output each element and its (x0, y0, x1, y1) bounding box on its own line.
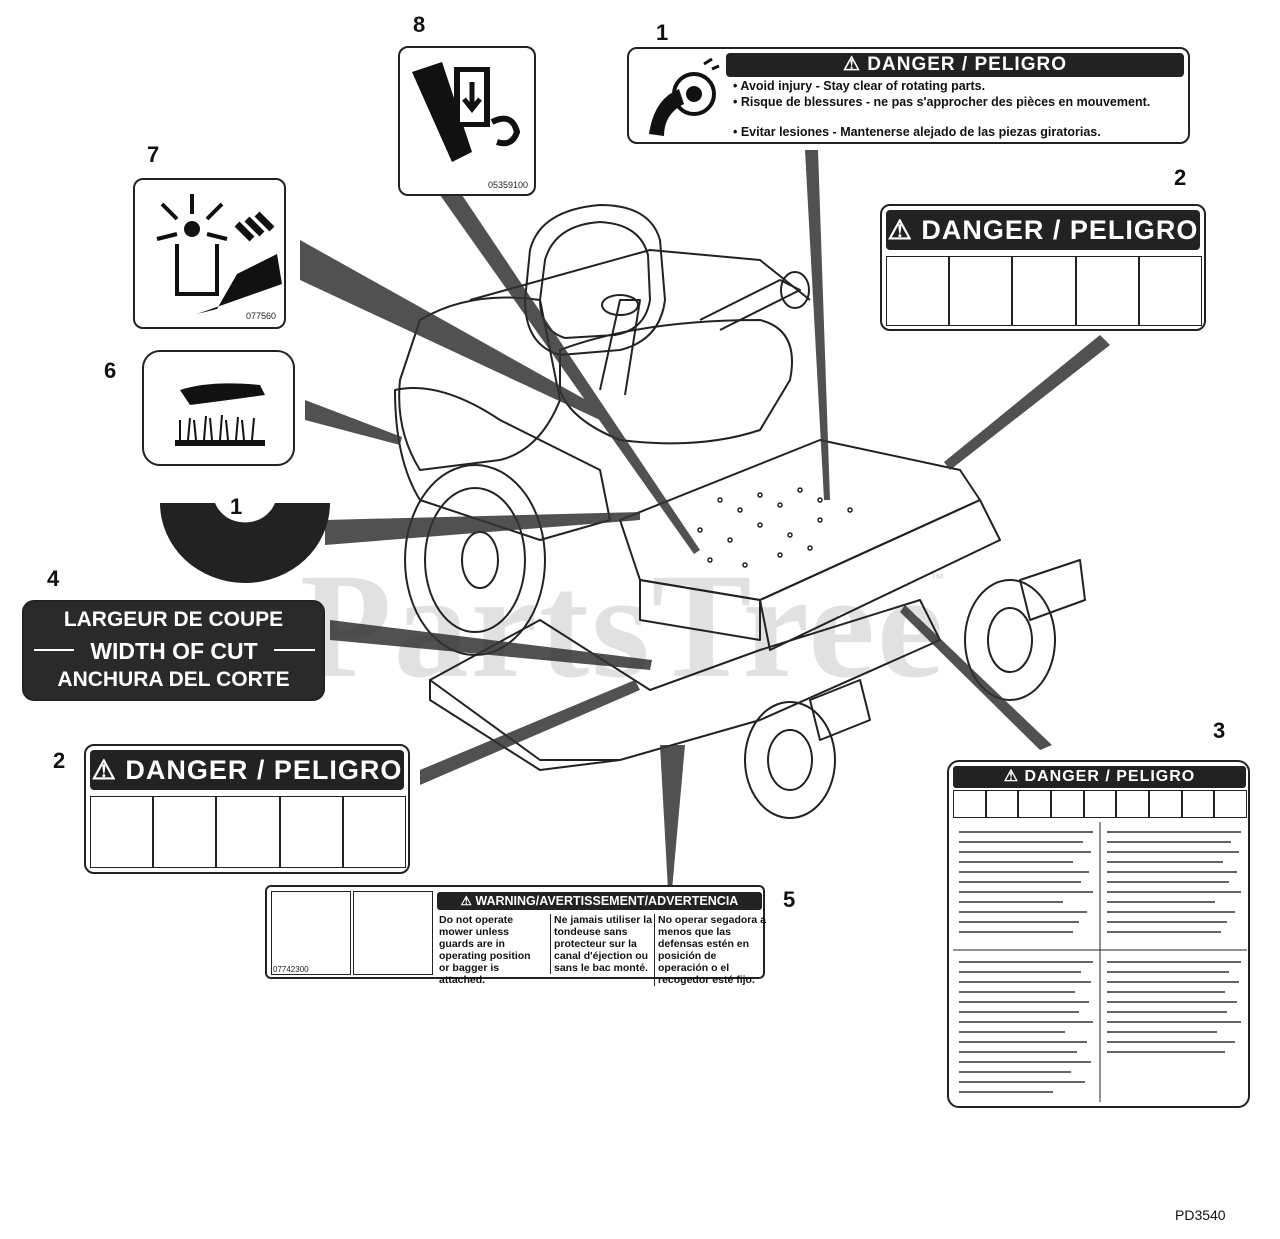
decal-5-col-1: Do not operate mower unless guards are i… (439, 914, 531, 986)
read-manual-icon (1075, 256, 1139, 326)
thrown-objects-icon (156, 194, 282, 314)
run-over-hazard-icon (886, 256, 950, 326)
keep-distance-icon (216, 796, 280, 868)
rider-icon (1116, 790, 1150, 818)
no-passengers-icon (342, 796, 407, 868)
decal-1-line-3: • Evitar lesiones - Mantenerse alejado d… (733, 125, 1101, 139)
decal-2-right-icons (886, 256, 1203, 326)
callout-1-top: 1 (656, 20, 669, 45)
decal-4-line-1: LARGEUR DE COUPE (63, 608, 284, 631)
decal-8-code: 05359100 (487, 180, 528, 190)
decal-5-banner: ⚠ WARNING/AVERTISSEMENT/ADVERTENCIA (437, 892, 762, 910)
person-icon (1051, 790, 1084, 818)
decal-5-code: 07742300 (273, 965, 309, 974)
decal-1-line-2: • Risque de blessures - ne pas s'approch… (733, 95, 1151, 109)
callout-4: 4 (47, 566, 60, 591)
decal-4-line-2: WIDTH OF CUT (74, 638, 274, 665)
tipping-icon (1149, 790, 1182, 818)
warning-triangle-icon (953, 790, 986, 818)
decal-6-blade (142, 350, 295, 466)
callout-8: 8 (413, 12, 426, 37)
decal-3-banner: ⚠ DANGER / PELIGRO (953, 766, 1246, 788)
rotating-parts-icon (649, 57, 720, 136)
decal-3-illegible-text (953, 822, 1247, 1102)
callout-7: 7 (147, 142, 160, 167)
decal-4-width-of-cut: LARGEUR DE COUPE WIDTH OF CUT ANCHURA DE… (22, 600, 325, 701)
watermark-tm: ™ (930, 570, 944, 586)
slope-icon (1083, 790, 1117, 818)
decal-1-line-1: • Avoid injury - Stay clear of rotating … (733, 79, 986, 93)
bagger-icon (353, 891, 433, 975)
no-passengers-icon (1138, 256, 1203, 326)
decal-5-warning: 07742300 ⚠ WARNING/AVERTISSEMENT/ADVERTE… (265, 885, 766, 986)
manual-icon (985, 790, 1019, 818)
decal-5-col-2: Ne jamais utiliser la tondeuse sans prot… (550, 914, 654, 974)
decal-2-left: ⚠ DANGER / PELIGRO (84, 744, 410, 874)
read-manual-icon (279, 796, 343, 868)
callout-3: 3 (1213, 718, 1226, 743)
run-over-hazard-icon (90, 796, 154, 868)
blade-contact-icon (175, 383, 265, 446)
callout-1-left: 1 (230, 494, 243, 519)
decal-3-icon-row (953, 790, 1248, 818)
slope-hazard-icon (153, 796, 217, 868)
decal-2-right: ⚠ DANGER / PELIGRO (880, 204, 1206, 331)
decal-7-thrown-objects: 077560 (133, 178, 286, 329)
callout-6: 6 (104, 358, 117, 383)
decal-2-left-banner: ⚠ DANGER / PELIGRO (90, 750, 404, 790)
decal-8-pinch: 05359100 (398, 46, 536, 196)
decal-4-line-3: ANCHURA DEL CORTE (57, 668, 290, 691)
decal-2-right-banner: ⚠ DANGER / PELIGRO (886, 210, 1200, 250)
callout-5: 5 (783, 887, 796, 912)
guard-hazard-icon (271, 891, 351, 975)
slope-hazard-icon (949, 256, 1013, 326)
decal-2-left-icons (90, 796, 407, 868)
key-icon (1018, 790, 1052, 818)
decal-1-banner: ⚠ DANGER / PELIGRO (726, 53, 1184, 77)
decal-5-col-3: No operar segadora a menos que las defen… (654, 914, 766, 986)
callout-2-left: 2 (53, 748, 66, 773)
figure-code: PD3540 (1175, 1207, 1226, 1223)
decal-3-danger-large: ⚠ DANGER / PELIGRO (947, 760, 1250, 1108)
keep-distance-icon (1012, 256, 1076, 326)
blade-icon (1214, 790, 1248, 818)
thrown-icon (1181, 790, 1215, 818)
pinch-hazard-icon (412, 62, 521, 162)
decal-7-code: 077560 (245, 311, 276, 321)
callout-2-right: 2 (1174, 165, 1187, 190)
decal-1-control-arc (160, 503, 330, 583)
decal-1-danger-rotating: ⚠ DANGER / PELIGRO • Avoid injury - Stay… (627, 47, 1190, 144)
